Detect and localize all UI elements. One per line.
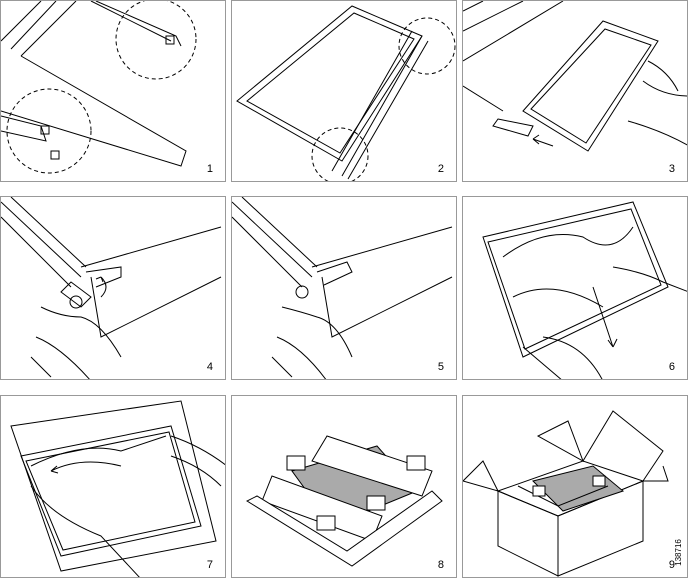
step-number: 2 xyxy=(437,163,444,175)
step-number: 8 xyxy=(437,559,444,571)
step-9-panel: 9 xyxy=(462,395,688,578)
panel-latch-released-illustration xyxy=(232,197,453,379)
step-number: 4 xyxy=(206,361,213,373)
panel-box-packed-illustration xyxy=(463,410,669,577)
step-4-panel: 4 xyxy=(0,196,226,380)
step-number: 1 xyxy=(206,163,213,175)
panel-frame-rotated-illustration xyxy=(236,5,456,181)
step-7-panel: 7 xyxy=(0,395,226,578)
step-number: 5 xyxy=(437,361,444,373)
step-number: 6 xyxy=(668,361,675,373)
panel-packing-foam-illustration xyxy=(245,435,443,567)
panel-lift-frame-illustration xyxy=(1,1,197,174)
panel-unpack-frame-illustration xyxy=(10,400,225,577)
step-number: 7 xyxy=(206,559,213,571)
step-2-panel: 2 xyxy=(231,0,457,182)
panel-release-latch-illustration xyxy=(1,197,222,379)
step-number: 3 xyxy=(668,163,675,175)
figure-id-label: 138716 xyxy=(673,539,683,566)
step-1-panel: 1 xyxy=(0,0,226,182)
step-5-panel: 5 xyxy=(231,196,457,380)
figure-id: 138716 xyxy=(674,534,691,574)
step-3-panel: 3 xyxy=(462,0,688,182)
step-number: 9 xyxy=(668,559,675,571)
step-6-panel: 6 xyxy=(462,196,688,380)
panel-remove-bag-illustration xyxy=(482,201,687,379)
panel-slide-frame-illustration xyxy=(463,1,687,152)
step-8-panel: 8 xyxy=(231,395,457,578)
